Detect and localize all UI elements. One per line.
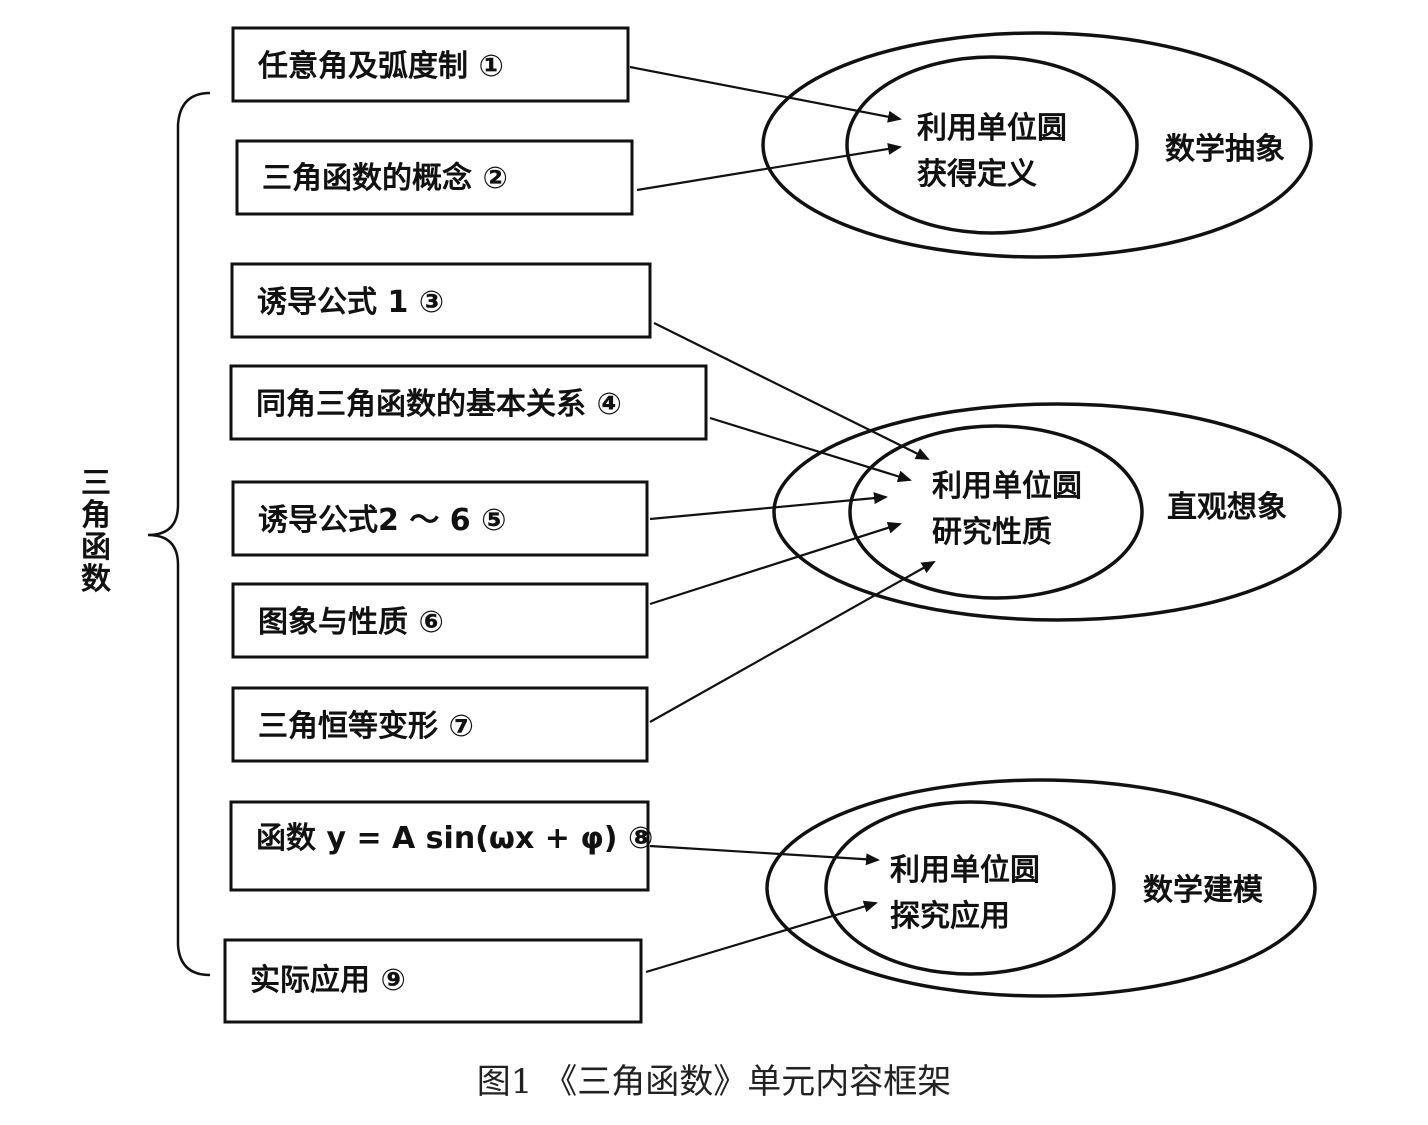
inner-label-line2: 获得定义 [917, 157, 1037, 192]
group-1: 利用单位圆 获得定义 数学抽象 [761, 31, 1313, 259]
root-char-3: 函 [81, 530, 111, 565]
topic-box-1: 任意角及弧度制 ① [231, 26, 630, 103]
topic-label: 实际应用 ⑨ [250, 963, 406, 998]
topic-box-7: 三角恒等变形 ⑦ [231, 686, 649, 763]
figure-caption: 图1 《三角函数》单元内容框架 [477, 1062, 951, 1102]
topic-box-6: 图象与性质 ⑥ [231, 582, 649, 659]
inner-label-line1: 利用单位圆 [890, 853, 1040, 888]
topic-label: 同角三角函数的基本关系 ④ [256, 387, 622, 422]
left-brace [147, 91, 211, 977]
root-char-2: 角 [81, 498, 111, 533]
topic-box-8: 函数 y = A sin(ωx + φ) ⑧ [229, 800, 653, 892]
topic-label: 诱导公式2 ～ 6 ⑤ [258, 503, 506, 538]
outer-ellipse [765, 778, 1317, 998]
arrow-2 [636, 143, 902, 192]
outer-label: 数学建模 [1143, 873, 1263, 908]
inner-label-line2: 探究应用 [890, 899, 1010, 934]
root-label: 三 角 函 数 [81, 466, 112, 597]
topic-box-9: 实际应用 ⑨ [223, 938, 643, 1024]
outer-label: 直观想象 [1167, 490, 1287, 525]
inner-ellipse [824, 800, 1116, 976]
topic-box-5: 诱导公式2 ～ 6 ⑤ [231, 480, 649, 557]
arrow-1 [629, 65, 902, 123]
arrow-3 [653, 322, 930, 460]
arrow-6 [649, 521, 902, 606]
topic-label: 三角恒等变形 ⑦ [258, 709, 474, 744]
root-char-1: 三 [81, 466, 111, 501]
topic-label: 三角函数的概念 ② [262, 161, 508, 196]
arrow-8 [649, 844, 880, 866]
outer-label: 数学抽象 [1165, 132, 1285, 167]
inner-ellipse [845, 55, 1139, 235]
group-3: 利用单位圆 探究应用 数学建模 [765, 778, 1317, 998]
arrow-5 [649, 492, 888, 521]
inner-ellipse [848, 424, 1144, 600]
inner-label-line1: 利用单位圆 [932, 469, 1082, 504]
inner-label-line2: 研究性质 [932, 515, 1052, 550]
arrow-4 [709, 416, 912, 483]
topic-label: 函数 y = A sin(ωx + φ) ⑧ [256, 821, 653, 856]
topic-box-2: 三角函数的概念 ② [235, 139, 634, 216]
outer-ellipse [772, 402, 1342, 622]
topic-box-3: 诱导公式 1 ③ [230, 262, 652, 339]
topic-label: 图象与性质 ⑥ [258, 605, 444, 640]
topic-label: 任意角及弧度制 ① [257, 49, 504, 84]
root-char-4: 数 [81, 562, 112, 597]
topic-box-4: 同角三角函数的基本关系 ④ [229, 364, 708, 441]
group-2: 利用单位圆 研究性质 直观想象 [772, 402, 1342, 622]
inner-label-line1: 利用单位圆 [917, 111, 1067, 146]
topic-label: 诱导公式 1 ③ [257, 285, 444, 320]
outer-ellipse [761, 31, 1313, 259]
arrow-9 [645, 900, 878, 974]
arrow-7 [649, 561, 936, 723]
